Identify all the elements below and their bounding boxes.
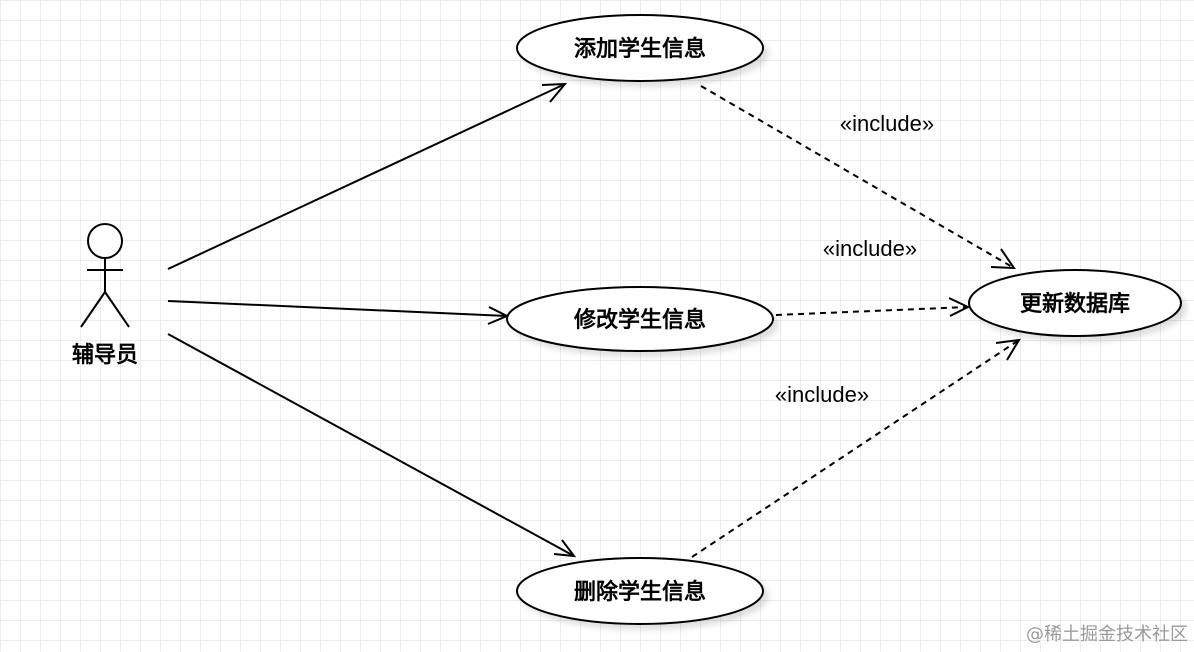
use-case-add[interactable]: 添加学生信息 [516, 14, 764, 82]
actor-label: 辅导员 [72, 342, 138, 368]
include-label-1: «include» [840, 111, 934, 136]
include-arrowhead-add [990, 248, 1016, 270]
include-arrowhead-modify [948, 297, 971, 317]
watermark: @稀土掘金技术社区 [1026, 624, 1188, 645]
include-edge-delete [691, 339, 1020, 558]
association-delete [167, 333, 577, 558]
actor-stick-figure [80, 223, 130, 328]
use-case-delete[interactable]: 删除学生信息 [516, 557, 764, 625]
use-case-add-label: 添加学生信息 [574, 36, 706, 62]
include-label-3: «include» [775, 382, 869, 407]
use-case-modify-label: 修改学生信息 [573, 307, 706, 333]
use-case-update-db-label: 更新数据库 [1020, 291, 1130, 317]
association-add [167, 82, 568, 270]
include-edge-modify [775, 306, 969, 316]
include-arrowhead-delete [995, 338, 1021, 361]
include-label-2: «include» [823, 236, 917, 261]
association-modify [167, 300, 510, 325]
use-case-delete-label: 删除学生信息 [574, 579, 706, 605]
include-edge-add [700, 85, 1015, 269]
use-case-modify[interactable]: 修改学生信息 [506, 286, 774, 352]
use-case-update-db[interactable]: 更新数据库 [968, 269, 1182, 337]
